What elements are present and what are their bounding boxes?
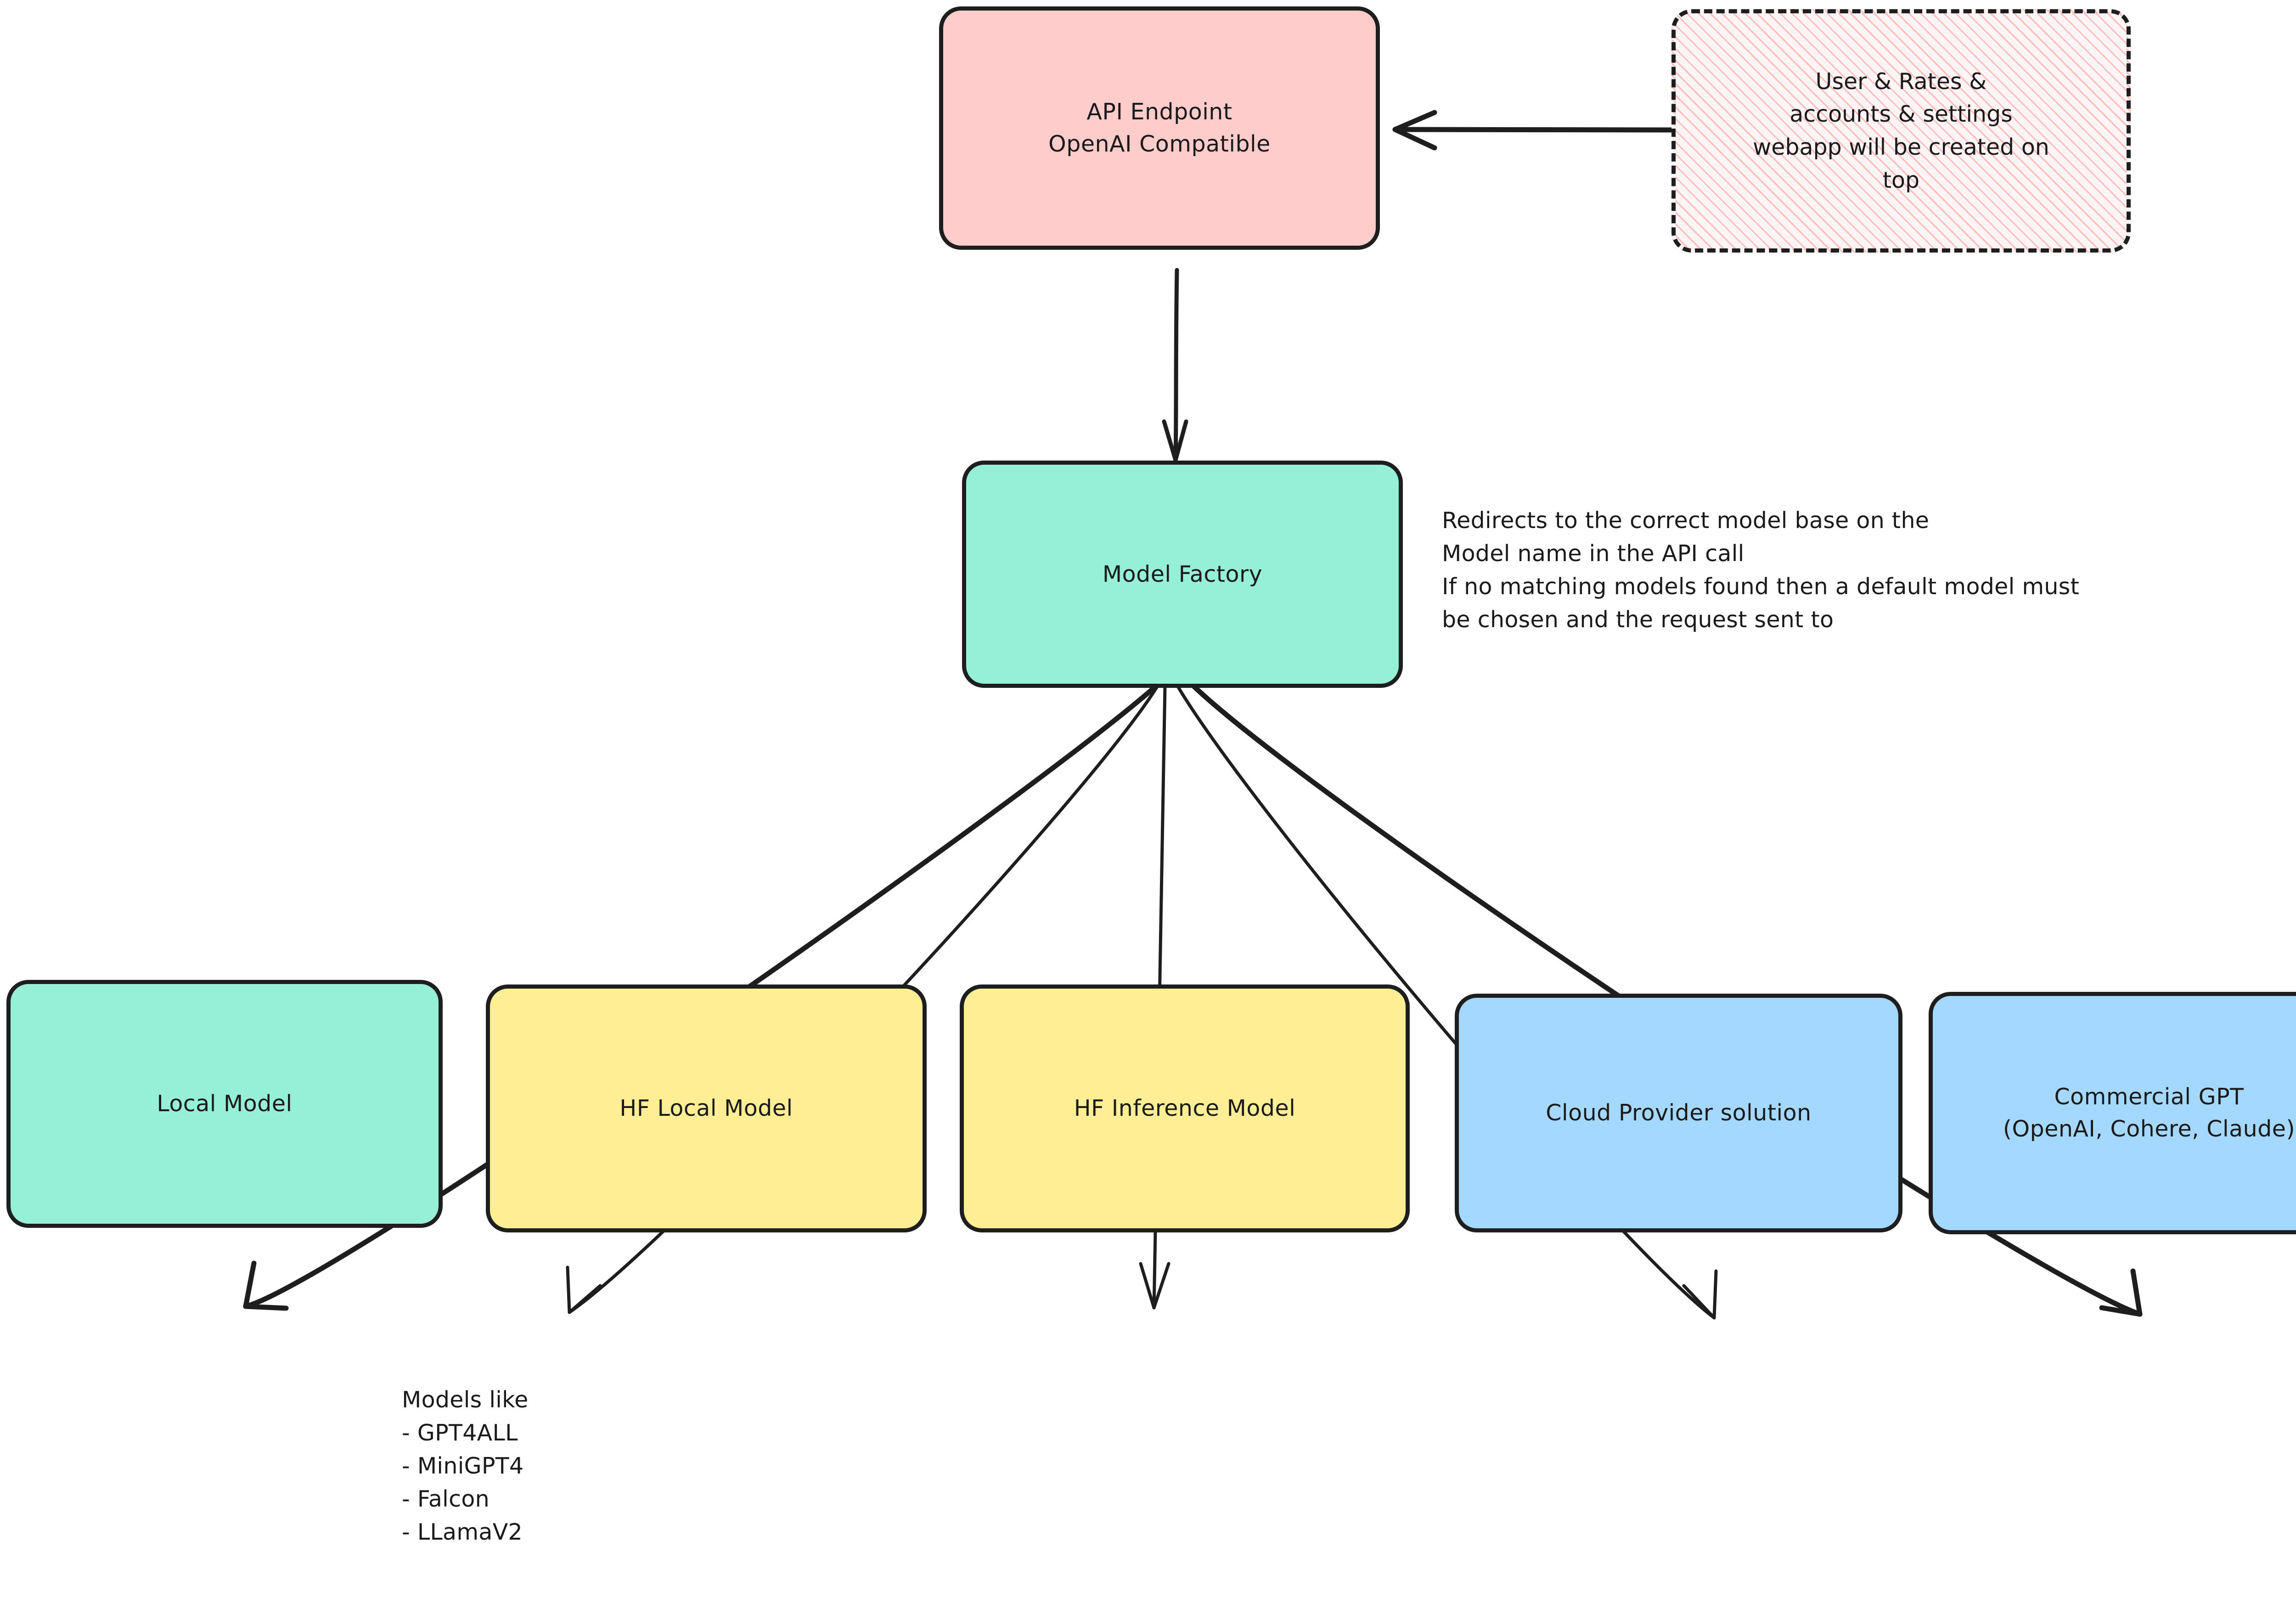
node-api-endpoint-label: API Endpoint OpenAI Compatible [1048, 99, 1271, 157]
node-api-endpoint[interactable]: API Endpoint OpenAI Compatible [939, 6, 1380, 250]
node-cloud-provider[interactable]: Cloud Provider solution [1455, 994, 1902, 1232]
node-hf-local-model[interactable]: HF Local Model [486, 984, 927, 1232]
node-local-model[interactable]: Local Model [6, 980, 443, 1228]
node-hf-local-model-label: HF Local Model [619, 1095, 793, 1122]
node-commercial-gpt-label: Commercial GPT (OpenAI, Cohere, Claude) [2003, 1084, 2296, 1142]
node-hf-inference-model-label: HF Inference Model [1074, 1095, 1296, 1122]
node-cloud-provider-label: Cloud Provider solution [1546, 1100, 1812, 1126]
note-model-factory-description: Redirects to the correct model base on t… [1442, 507, 2080, 633]
note-webapp-label: User & Rates & accounts & settings webap… [1753, 68, 2049, 193]
node-model-factory-label: Model Factory [1102, 561, 1263, 587]
note-models-like: Models like - GPT4ALL - MiniGPT4 - Falco… [402, 1387, 529, 1546]
node-commercial-gpt[interactable]: Commercial GPT (OpenAI, Cohere, Claude) [1929, 992, 2296, 1234]
edge-api-endpoint-to-model-factory [1162, 268, 1188, 462]
note-webapp[interactable]: User & Rates & accounts & settings webap… [1671, 9, 2131, 253]
edge-note-to-api-endpoint [1392, 110, 1674, 151]
node-model-factory[interactable]: Model Factory [962, 461, 1403, 688]
node-hf-inference-model[interactable]: HF Inference Model [960, 984, 1410, 1232]
node-local-model-label: Local Model [157, 1091, 293, 1117]
